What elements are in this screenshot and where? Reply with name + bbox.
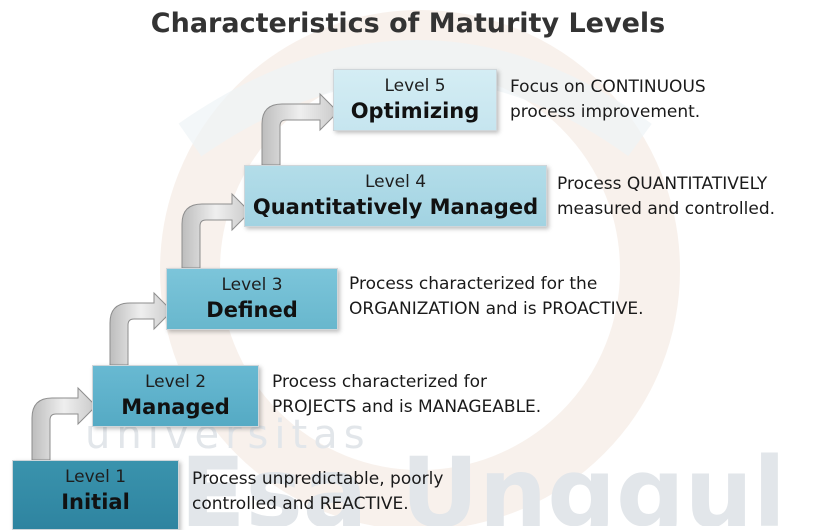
- level-4-name: Quantitatively Managed: [252, 195, 539, 219]
- level-5-desc-line1: Focus on CONTINUOUS: [510, 77, 706, 97]
- level-3-description: Process characterized for the ORGANIZATI…: [349, 272, 643, 322]
- level-3-number: Level 3: [221, 275, 283, 295]
- level-5-number: Level 5: [384, 76, 446, 96]
- level-3-desc-line2: ORGANIZATION and is PROACTIVE.: [349, 299, 644, 319]
- level-1-desc-line2: controlled and REACTIVE.: [192, 494, 409, 514]
- arrow-1-to-2-icon: [31, 386, 97, 461]
- page-title: Characteristics of Maturity Levels: [150, 8, 666, 39]
- level-3-box: Level 3 Defined: [166, 268, 338, 330]
- arrow-2-to-3-icon: [109, 291, 173, 366]
- level-5-desc-line2: process improvement.: [510, 102, 701, 122]
- level-2-box: Level 2 Managed: [92, 365, 259, 427]
- level-4-desc-line2: measured and controlled.: [557, 199, 776, 219]
- level-5-box: Level 5 Optimizing: [333, 69, 497, 131]
- level-1-description: Process unpredictable, poorly controlled…: [192, 467, 443, 517]
- level-1-number: Level 1: [64, 467, 127, 487]
- level-4-desc-line1: Process QUANTITATIVELY: [557, 174, 768, 194]
- level-2-number: Level 2: [144, 372, 207, 392]
- level-1-name: Initial: [61, 490, 130, 514]
- arrow-4-to-5-icon: [261, 92, 339, 166]
- level-1-desc-line1: Process unpredictable, poorly: [192, 469, 444, 489]
- level-1-box: Level 1 Initial: [12, 460, 179, 530]
- level-2-desc-line1: Process characterized for: [272, 372, 487, 392]
- level-4-number: Level 4: [364, 172, 427, 192]
- level-2-name: Managed: [121, 395, 230, 419]
- level-4-description: Process QUANTITATIVELY measured and cont…: [557, 172, 775, 222]
- level-5-name: Optimizing: [350, 99, 480, 123]
- level-3-name: Defined: [206, 298, 298, 322]
- level-2-description: Process characterized for PROJECTS and i…: [272, 370, 541, 420]
- level-2-desc-line2: PROJECTS and is MANAGEABLE.: [272, 397, 542, 417]
- level-3-desc-line1: Process characterized for the: [349, 274, 598, 294]
- level-5-description: Focus on CONTINUOUS process improvement.: [510, 75, 706, 125]
- arrow-3-to-4-icon: [181, 192, 251, 269]
- level-4-box: Level 4 Quantitatively Managed: [244, 165, 547, 227]
